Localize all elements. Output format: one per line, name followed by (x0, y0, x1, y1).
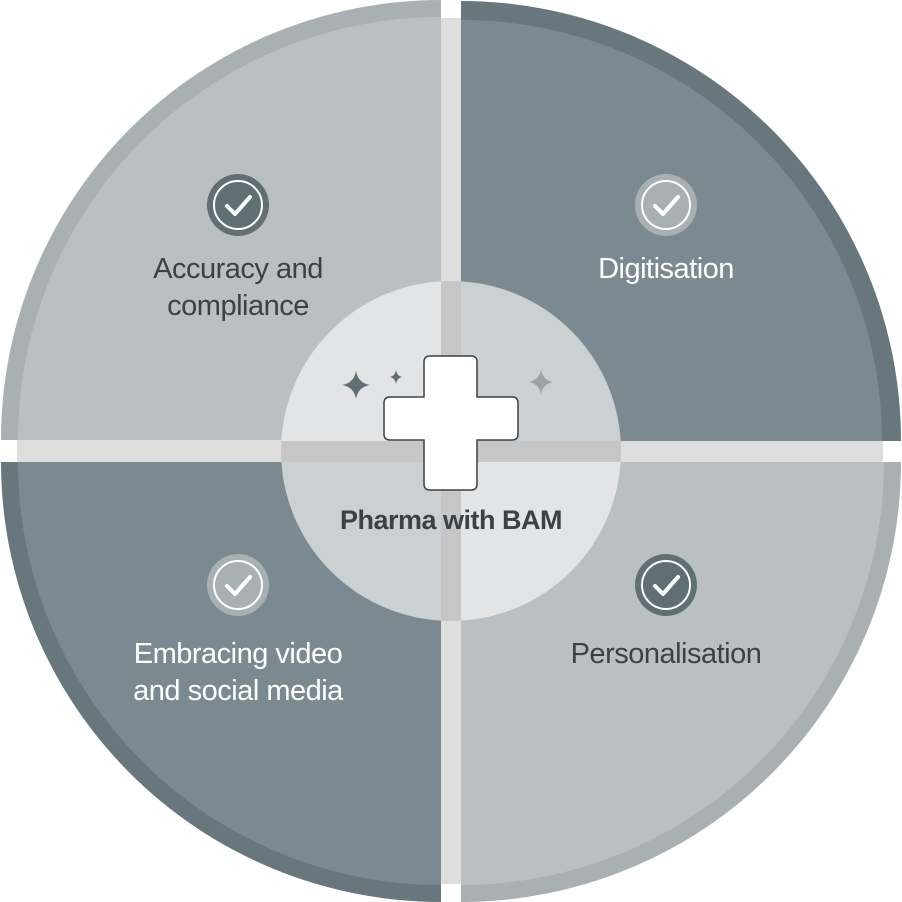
quadrant-label-personalisation: Personalisation (516, 636, 816, 673)
medical-cross-icon (383, 355, 519, 491)
label-line: compliance (167, 290, 309, 322)
quadrant-label-digitisation: Digitisation (526, 251, 806, 288)
quadrant-label-video-social: Embracing video and social media (88, 636, 388, 710)
label-line: and social media (133, 675, 343, 707)
sparkle-icon (342, 371, 370, 399)
label-line: Digitisation (598, 253, 734, 285)
sparkle-icon (529, 370, 553, 394)
check-circle-icon (207, 174, 269, 236)
check-circle-icon (207, 554, 269, 616)
check-circle-icon (635, 554, 697, 616)
label-line: Embracing video (133, 638, 343, 670)
check-circle-icon (635, 174, 697, 236)
label-line: Personalisation (570, 638, 762, 670)
center-title: Pharma with BAM (339, 505, 563, 535)
label-line: Accuracy and (153, 253, 323, 285)
sparkle-icon (390, 370, 402, 384)
quadrant-label-accuracy: Accuracy and compliance (98, 251, 378, 325)
